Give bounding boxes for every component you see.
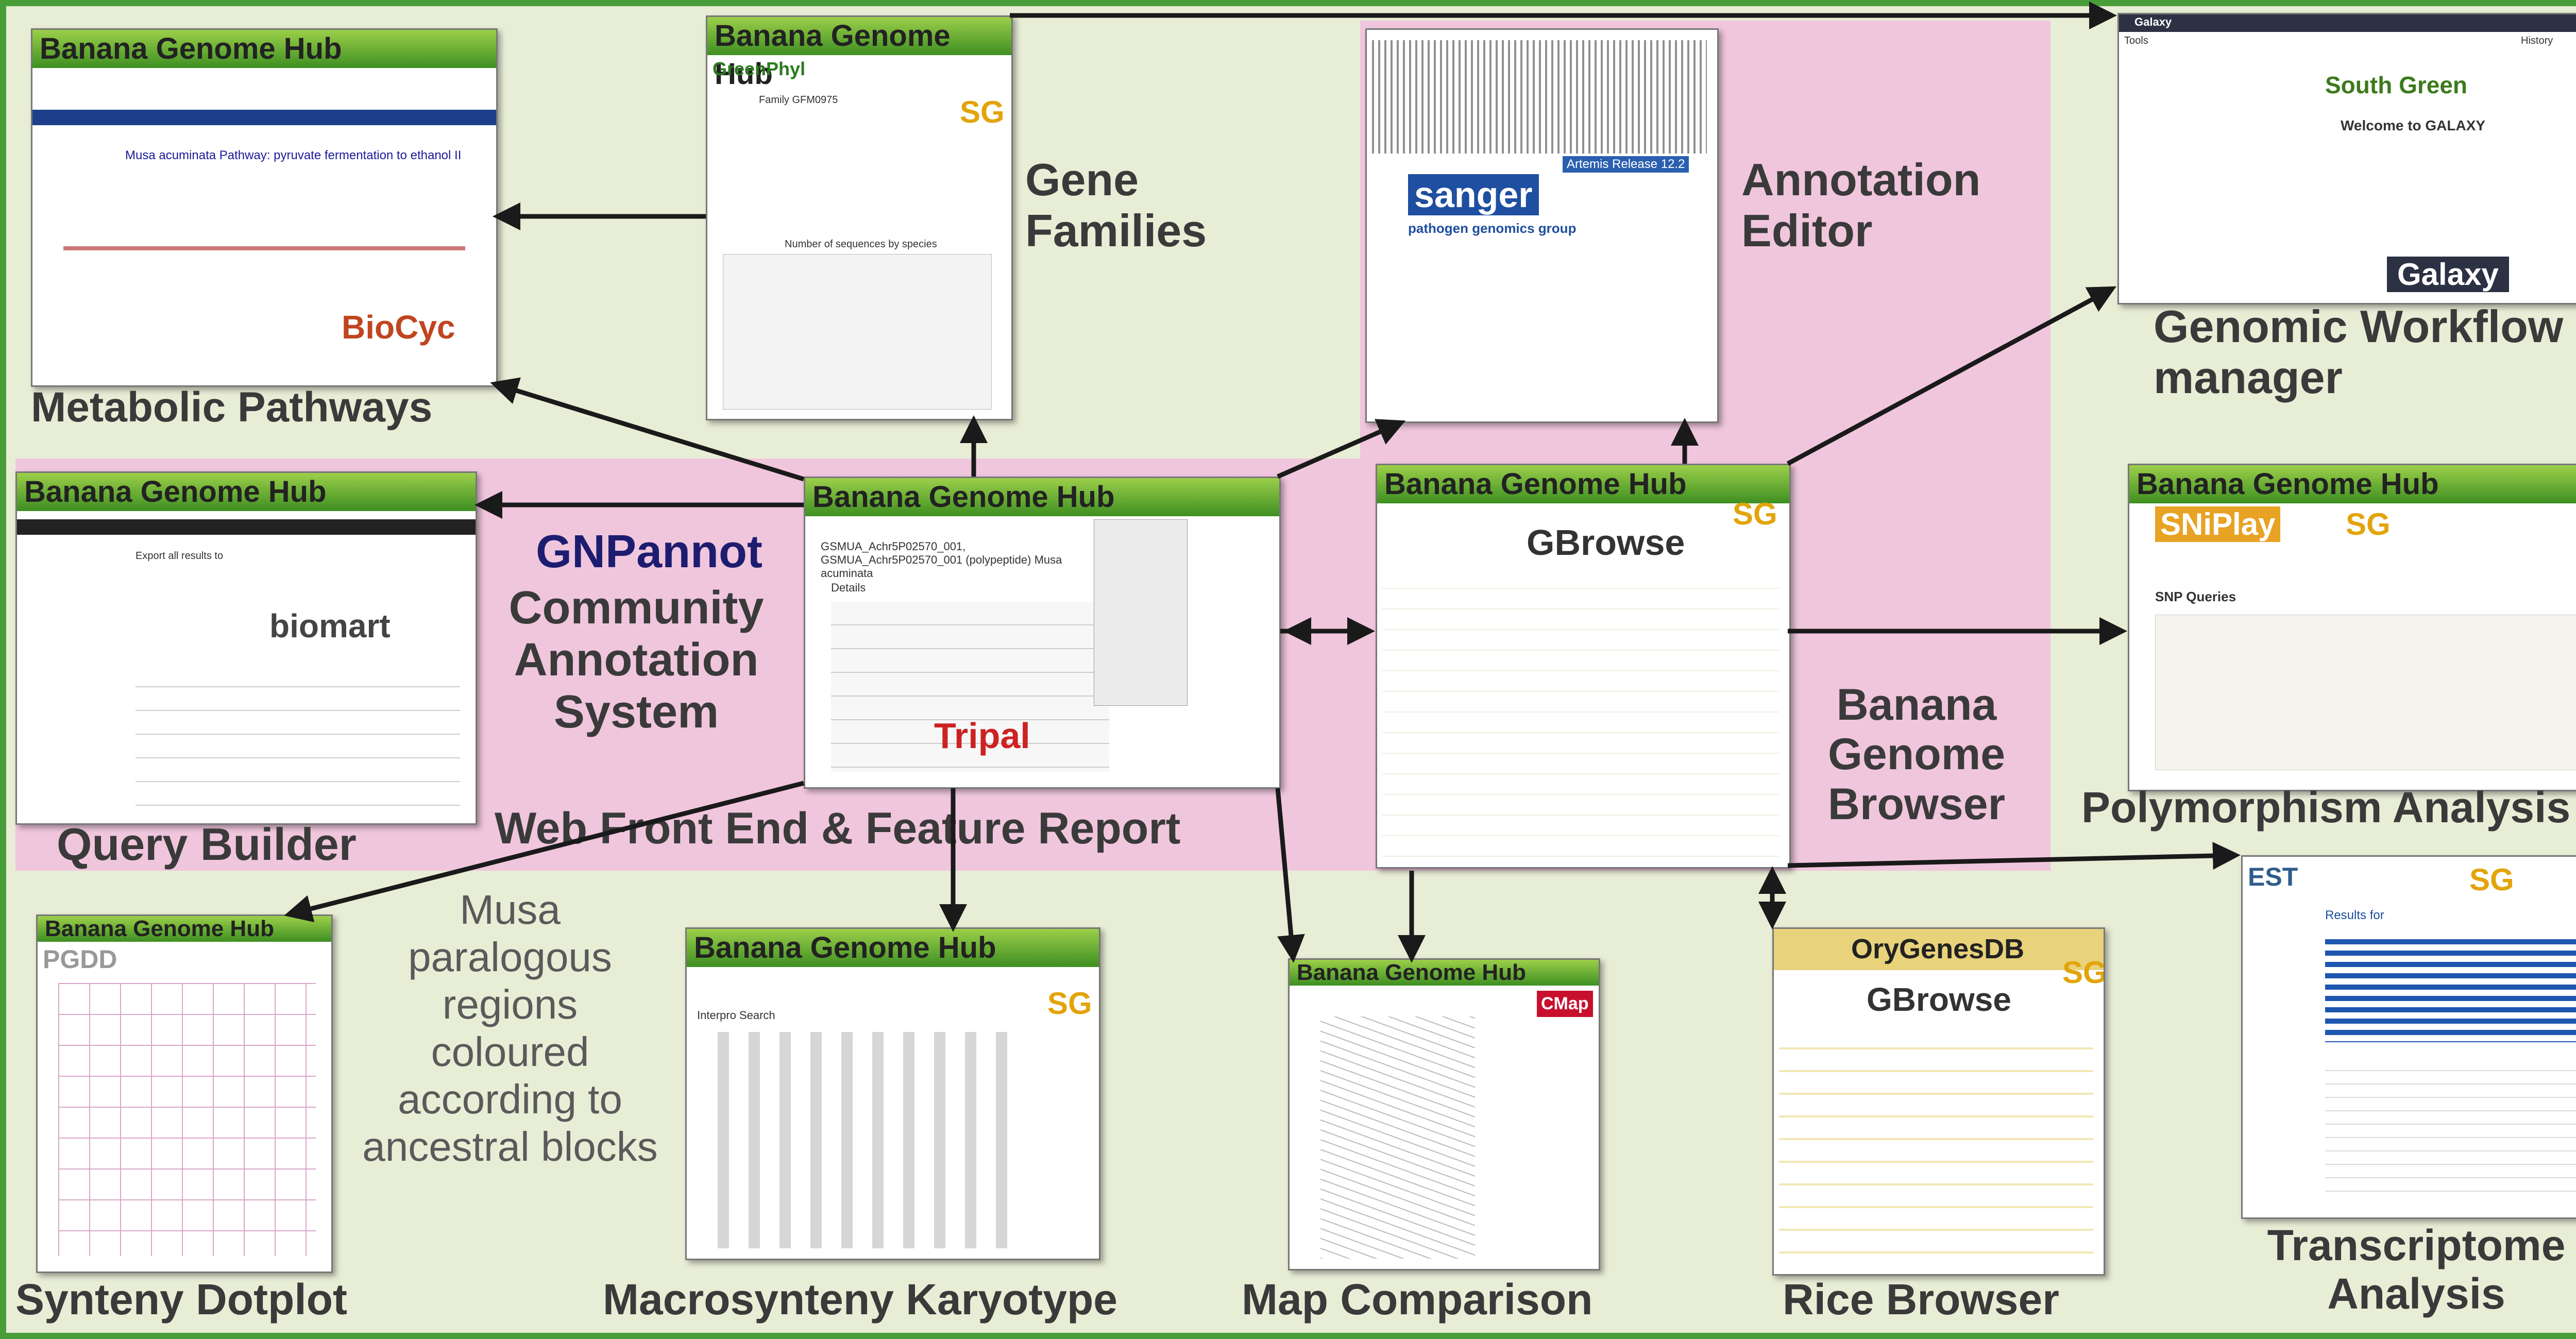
polymorphism-panel: Banana Genome Hub SNiPlay SG SNP Queries	[2128, 464, 2576, 791]
sanger-subtitle: pathogen genomics group	[1408, 221, 1577, 236]
arrow-web-to-metabolic	[490, 377, 805, 482]
hub-title: Banana Genome Hub	[2129, 465, 2576, 503]
gbrowse-logo: GBrowse	[1867, 981, 2011, 1018]
label-web-front-end: Web Front End & Feature Report	[495, 804, 1181, 853]
sniplay-logo: SNiPlay	[2155, 506, 2281, 542]
cmap-logo: CMap	[1537, 991, 1593, 1017]
est2-logo: EST	[2248, 862, 2298, 891]
label-gene-families: Gene Families	[1025, 154, 1207, 256]
results-table	[2325, 1058, 2576, 1202]
sg-badge: SG	[2062, 955, 2105, 990]
map-lines	[1320, 1016, 1475, 1259]
web-front-end-panel: Banana Genome Hub GSMUA_Achr5P02570_001,…	[804, 477, 1281, 789]
banana-genome-browser-panel: Banana Genome Hub GBrowse SG	[1376, 464, 1791, 869]
query-builder-panel: Banana Genome Hub Export all results to …	[15, 471, 477, 825]
transcriptome-panel: EST SG Results for	[2241, 855, 2576, 1219]
label-transcriptome: Transcriptome Analysis	[2267, 1221, 2566, 1318]
label-rice-browser: Rice Browser	[1783, 1275, 2059, 1324]
label-macrosynteny: Macrosynteny Karyotype	[603, 1275, 1118, 1324]
orygenesdb-header	[1774, 929, 2104, 970]
hub-title: Banana Genome Hub	[805, 478, 1279, 516]
label-banana-browser: Banana Genome Browser	[1827, 680, 2006, 829]
nav-bar	[32, 110, 496, 125]
pathway-line	[63, 246, 465, 250]
annotation-editor-panel: sanger pathogen genomics group Artemis R…	[1365, 28, 1719, 423]
sg-badge: SG	[1047, 986, 1092, 1021]
hub-title: Banana Genome Hub	[1377, 465, 1789, 503]
pgdd-logo: PGDD	[43, 945, 117, 974]
biocyc-logo: BioCyc	[342, 309, 455, 346]
label-annotation-editor: Annotation Editor	[1741, 154, 1981, 256]
hub-title: Banana Genome Hub	[17, 473, 476, 511]
label-synteny: Synteny Dotplot	[15, 1275, 347, 1324]
sg-badge: SG	[960, 95, 1005, 129]
details-heading: Details	[831, 581, 866, 594]
tools-menu	[1094, 519, 1188, 706]
arrow-to-map-comparison	[1275, 788, 1305, 963]
dotplot-grid	[58, 983, 316, 1256]
galaxy-logo: Galaxy	[2387, 257, 2509, 292]
metabolic-pathways-panel: Banana Genome Hub Musa acuminata Pathway…	[31, 28, 498, 387]
label-metabolic-pathways: Metabolic Pathways	[31, 384, 433, 431]
orygenesdb-logo: OryGenesDB	[1851, 934, 2025, 964]
sg-badge: SG	[2469, 862, 2514, 897]
hub-title: Banana Genome Hub	[38, 916, 331, 942]
arrow-to-synteny	[284, 781, 805, 923]
tripal-logo: Tripal	[934, 716, 1030, 756]
galaxy-history-heading: History	[2521, 35, 2553, 46]
gene-families-panel: Banana Genome Hub GreenPhyl SG Family GF…	[706, 15, 1013, 420]
results-table	[135, 664, 460, 813]
sg-badge: SG	[1733, 497, 1777, 531]
chromosome-bars	[718, 1032, 1027, 1248]
label-query-builder: Query Builder	[57, 819, 357, 870]
bar-chart-area	[723, 254, 992, 410]
interpro-search-heading: Interpro Search	[697, 1009, 775, 1022]
biomart-logo: biomart	[269, 607, 391, 645]
results-heading: Results for	[2325, 908, 2384, 922]
gnpannot-logo: GNPannot	[536, 526, 762, 578]
artemis-release: Artemis Release 12.2	[1563, 156, 1689, 173]
snp-queries-heading: SNP Queries	[2155, 589, 2236, 604]
hub-title: Banana Genome Hub	[1290, 960, 1599, 986]
sequence-chart-title: Number of sequences by species	[785, 239, 937, 250]
galaxy-tools-heading: Tools	[2124, 35, 2148, 46]
arrow-browser-to-galaxy	[1786, 286, 2116, 466]
greenphyl-logo: GreenPhyl	[713, 58, 806, 79]
dark-toolbar	[17, 519, 476, 535]
label-polymorphism: Polymorphism Analysis	[2081, 783, 2571, 832]
label-paralogous: Musa paralogous regions coloured accordi…	[362, 887, 658, 1169]
sequence-track	[1372, 40, 1707, 154]
label-genomic-workflow: Genomic Workflow manager	[2154, 301, 2564, 403]
blast-bars	[2325, 939, 2576, 1042]
feature-title: GSMUA_Achr5P02570_001, GSMUA_Achr5P02570…	[821, 540, 1062, 580]
metabolic-heading: Musa acuminata Pathway: pyruvate ferment…	[125, 148, 462, 162]
hub-title: Banana Genome Hub	[707, 17, 1011, 91]
track-area	[1382, 568, 1779, 857]
gene-family-name: Family GFM0975	[759, 94, 838, 106]
arrow-to-annotation-editor	[1277, 419, 1406, 479]
label-community-annotation: Community Annotation System	[509, 582, 764, 738]
macrosynteny-panel: Banana Genome Hub Interpro Search SG	[685, 927, 1100, 1260]
rice-tracks	[1779, 1027, 2093, 1264]
galaxy-brand: Galaxy	[2134, 15, 2172, 28]
south-green-logo: South Green	[2325, 72, 2468, 98]
gbrowse-logo: GBrowse	[1527, 522, 1685, 563]
arrow-to-transcriptome	[1787, 842, 2241, 870]
snp-form	[2155, 615, 2576, 770]
galaxy-topbar	[2119, 14, 2576, 32]
sg-badge: SG	[2346, 507, 2391, 541]
hub-title: Banana Genome Hub	[687, 929, 1099, 967]
welcome-galaxy: Welcome to GALAXY	[2341, 117, 2486, 133]
galaxy-panel: Galaxy Tools History South Green Welcome…	[2117, 13, 2576, 304]
details-table	[831, 602, 1109, 772]
sanger-logo: sanger	[1408, 174, 1539, 215]
synteny-dotplot-panel: Banana Genome Hub PGDD	[36, 914, 333, 1273]
hub-title: Banana Genome Hub	[32, 30, 496, 68]
map-comparison-panel: Banana Genome Hub CMap	[1288, 958, 1600, 1270]
rice-browser-panel: OryGenesDB GBrowse SG	[1772, 927, 2105, 1276]
label-map-comparison: Map Comparison	[1242, 1275, 1593, 1324]
export-label: Export all results to	[135, 550, 224, 562]
